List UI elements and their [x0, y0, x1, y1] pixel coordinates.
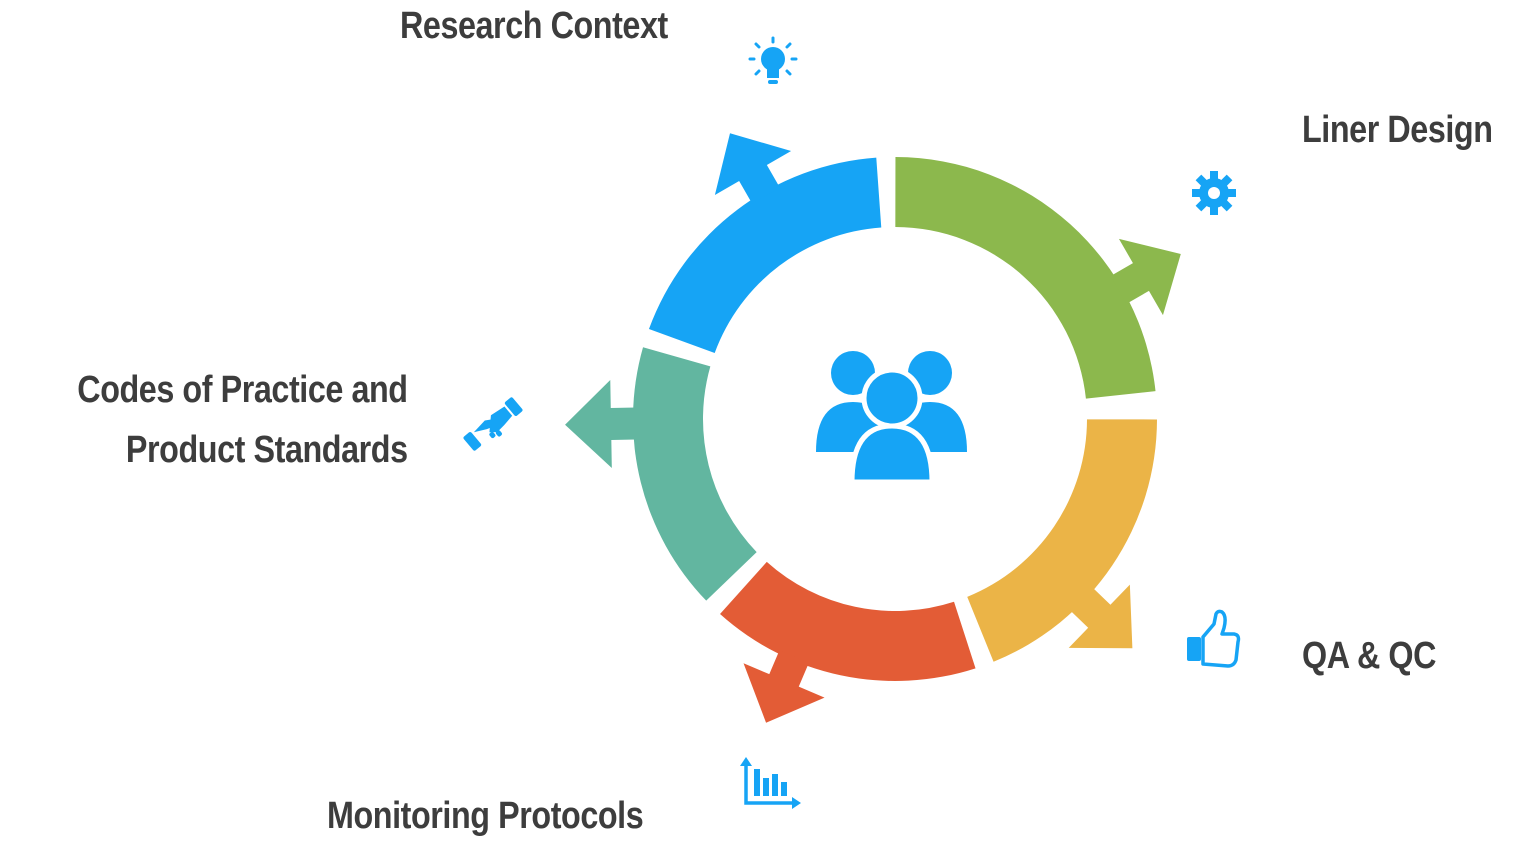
segment-liner [895, 157, 1181, 399]
segment-arc-research [648, 157, 882, 354]
segment-monitoring [720, 561, 976, 723]
label-line: QA & QC [1302, 635, 1437, 677]
label-line: Codes of Practice and [77, 369, 409, 411]
label-line: Monitoring Protocols [327, 795, 644, 837]
segment-label-monitoring-protocols: Monitoring Protocols [327, 786, 644, 846]
label-line: Research Context [400, 5, 668, 47]
label-line: Product Standards [126, 429, 408, 471]
segment-arrow-qa [1068, 584, 1133, 649]
segment-label-liner-design: Liner Design [1302, 100, 1493, 160]
thumbs-up-icon [1187, 609, 1241, 668]
bar-chart-icon [740, 757, 801, 809]
handshake-icon [463, 397, 523, 451]
segment-arc-liner [895, 157, 1156, 399]
label-line: Liner Design [1302, 109, 1493, 151]
segment-arrow-liner [1110, 238, 1181, 316]
segment-codes [565, 347, 757, 601]
segment-arrow-research [714, 133, 792, 204]
segment-label-qa-qc: QA & QC [1302, 626, 1436, 686]
segment-arc-codes [632, 347, 757, 601]
segment-label-research-context: Research Context [400, 0, 668, 56]
lightbulb-icon [748, 36, 798, 84]
segment-research [648, 133, 882, 354]
team-icon [816, 351, 967, 485]
gear-icon [1192, 171, 1236, 215]
cycle-ring [565, 133, 1181, 723]
segment-qa [967, 419, 1157, 662]
segment-label-codes-of-practice: Codes of Practice and Product Standards [77, 360, 409, 480]
segment-arc-qa [967, 419, 1157, 662]
segment-arrow-codes [565, 379, 638, 468]
segment-arc-monitoring [720, 561, 976, 681]
segment-arrow-monitoring [743, 650, 825, 723]
